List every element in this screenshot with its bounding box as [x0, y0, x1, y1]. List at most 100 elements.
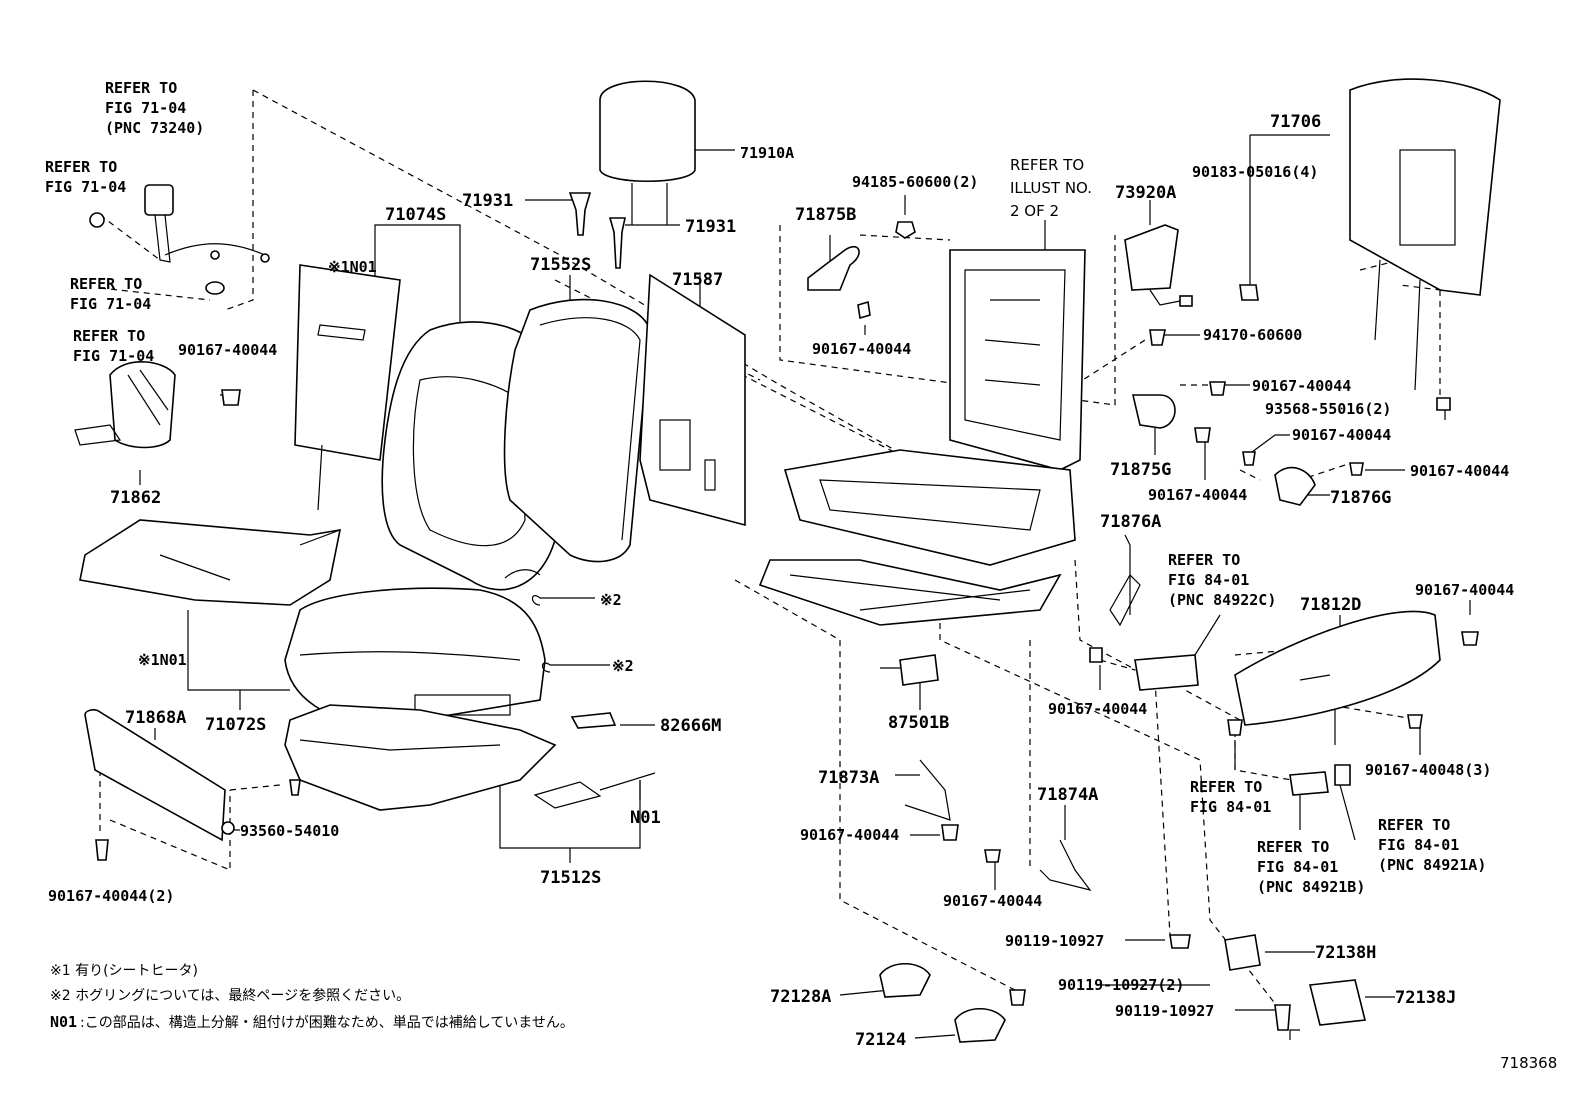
bolts-90119	[1009, 934, 1291, 1031]
label-90167-71876A: 90167-40044	[1048, 700, 1147, 718]
airbag-module	[1124, 224, 1193, 346]
svg-text:FIG 71-04: FIG 71-04	[45, 178, 126, 196]
seat-heater-back	[294, 264, 401, 511]
side-shield-71812D	[1227, 610, 1479, 736]
svg-text:(PNC 84921A): (PNC 84921A)	[1378, 856, 1486, 874]
label-71874A: 71874A	[1037, 785, 1098, 805]
cushion-cover	[284, 587, 546, 726]
svg-text:REFER TO: REFER TO	[73, 327, 145, 345]
label-90183: 90183-05016(4)	[1192, 163, 1318, 181]
svg-text:FIG 71-04: FIG 71-04	[70, 295, 151, 313]
label-90119-a: 90119-10927	[1005, 932, 1104, 950]
label-71875G: 71875G	[1110, 460, 1171, 480]
label-71552S: 71552S	[530, 255, 591, 275]
refer-block-8: REFER TO FIG 84-01 (PNC 84921B)	[1257, 838, 1365, 896]
figure-id: 718368	[1500, 1054, 1557, 1072]
bracket-71875G	[1131, 381, 1226, 443]
svg-text:2 OF 2: 2 OF 2	[1010, 202, 1059, 220]
label-94185: 94185-60600(2)	[852, 173, 978, 191]
label-71072S: 71072S	[205, 715, 266, 735]
svg-text:FIG 71-04: FIG 71-04	[73, 347, 154, 365]
label-82666M: 82666M	[660, 716, 721, 736]
seatback-panel-71706	[1239, 78, 1501, 411]
label-90167-71812D: 90167-40044	[1415, 581, 1514, 599]
label-90167-40048: 90167-40048(3)	[1365, 761, 1491, 779]
svg-text:(PNC 84921B): (PNC 84921B)	[1257, 878, 1365, 896]
svg-text:REFER TO: REFER TO	[45, 158, 117, 176]
refer-to-blocks: REFER TO FIG 71-04 (PNC 73240) REFER TO …	[45, 79, 1486, 896]
label-71587: 71587	[672, 270, 723, 290]
label-71706: 71706	[1270, 112, 1321, 132]
label-93568: 93568-55016(2)	[1265, 400, 1391, 418]
note-3: :この部品は、構造上分解・組付けが困難なため、単品では補給していません。	[80, 1015, 574, 1031]
svg-text:FIG 84-01: FIG 84-01	[1378, 836, 1459, 854]
part-labels: 71910A 71931 71931 71074S 71552S 71587 ※…	[48, 112, 1514, 1050]
label-hogring-b: ※2	[612, 657, 634, 675]
svg-text:FIG 84-01: FIG 84-01	[1190, 798, 1271, 816]
bracket-71873A	[904, 759, 959, 841]
bracket-71874A	[984, 839, 1092, 891]
svg-text:FIG 84-01: FIG 84-01	[1257, 858, 1338, 876]
refer-block-1: REFER TO FIG 71-04 (PNC 73240)	[105, 79, 204, 137]
refer-block-6: REFER TO FIG 84-01 (PNC 84922C)	[1168, 551, 1276, 609]
note-3-code: N01	[50, 1013, 77, 1031]
label-90167-x2: 90167-40044(2)	[48, 887, 174, 905]
label-71910A: 71910A	[740, 144, 794, 162]
seatbelt-retractor	[74, 361, 241, 449]
label-90167-71875B: 90167-40044	[812, 340, 911, 358]
footnotes: ※1 有り(シートヒータ) ※2 ホグリングについては、最終ページを参照ください…	[50, 963, 574, 1031]
svg-text:(PNC 73240): (PNC 73240)	[105, 119, 204, 137]
label-94170: 94170-60600	[1203, 326, 1302, 344]
svg-text:REFER TO: REFER TO	[70, 275, 142, 293]
label-90167-71876G-a: 90167-40044	[1292, 426, 1391, 444]
label-90167-71875G: 90167-40044	[1148, 486, 1247, 504]
nut-94185	[895, 221, 916, 239]
switch-knobs	[1289, 764, 1351, 796]
covers-72138	[1224, 934, 1366, 1026]
label-90167-upper-right: 90167-40044	[1252, 377, 1351, 395]
label-71876G: 71876G	[1330, 488, 1391, 508]
svg-text:REFER TO: REFER TO	[1190, 778, 1262, 796]
label-71873A: 71873A	[818, 768, 879, 788]
seatback-pad	[503, 298, 651, 563]
refer-block-4: REFER TO FIG 71-04	[73, 327, 154, 365]
bracket-71876G	[1242, 451, 1364, 506]
connector-84922C	[1134, 654, 1199, 691]
svg-text:REFER TO: REFER TO	[1010, 156, 1084, 174]
svg-text:FIG 84-01: FIG 84-01	[1168, 571, 1249, 589]
seatbelt-buckle	[89, 184, 270, 295]
seat-heater-cushion	[79, 519, 342, 606]
connector-87501B	[880, 654, 939, 686]
label-72124: 72124	[855, 1030, 906, 1050]
label-90167-retractor: 90167-40044	[178, 341, 277, 359]
label-hogring-a: ※2	[600, 591, 622, 609]
label-87501B: 87501B	[888, 713, 949, 733]
refer-block-2: REFER TO FIG 71-04	[45, 158, 126, 196]
label-73920A: 73920A	[1115, 183, 1176, 203]
headrest	[568, 80, 696, 269]
label-71074S: 71074S	[385, 205, 446, 225]
wire-harness-n01	[533, 772, 656, 809]
svg-text:REFER TO: REFER TO	[1378, 816, 1450, 834]
note-2: ※2 ホグリングについては、最終ページを参照ください。	[50, 987, 410, 1004]
hog-rings	[531, 595, 551, 673]
label-72128A: 72128A	[770, 987, 831, 1007]
svg-text:REFER TO: REFER TO	[1168, 551, 1240, 569]
label-93560: 93560-54010	[240, 822, 339, 840]
seat-frame	[758, 249, 1086, 626]
label-71512S: 71512S	[540, 868, 601, 888]
cushion-pad	[284, 704, 557, 811]
label-90167-71876G-b: 90167-40044	[1410, 462, 1509, 480]
label-71931-a: 71931	[462, 191, 513, 211]
label-n01-harness: N01	[630, 808, 661, 828]
bracket-71875B	[807, 245, 871, 320]
label-90119-x2: 90119-10927(2)	[1058, 976, 1184, 994]
note-1: ※1 有り(シートヒータ)	[50, 963, 198, 979]
label-90167-71874A: 90167-40044	[943, 892, 1042, 910]
svg-text:(PNC 84922C): (PNC 84922C)	[1168, 591, 1276, 609]
clip-82666M	[570, 712, 617, 729]
side-trim-panel	[84, 709, 301, 861]
label-71876A: 71876A	[1100, 512, 1161, 532]
